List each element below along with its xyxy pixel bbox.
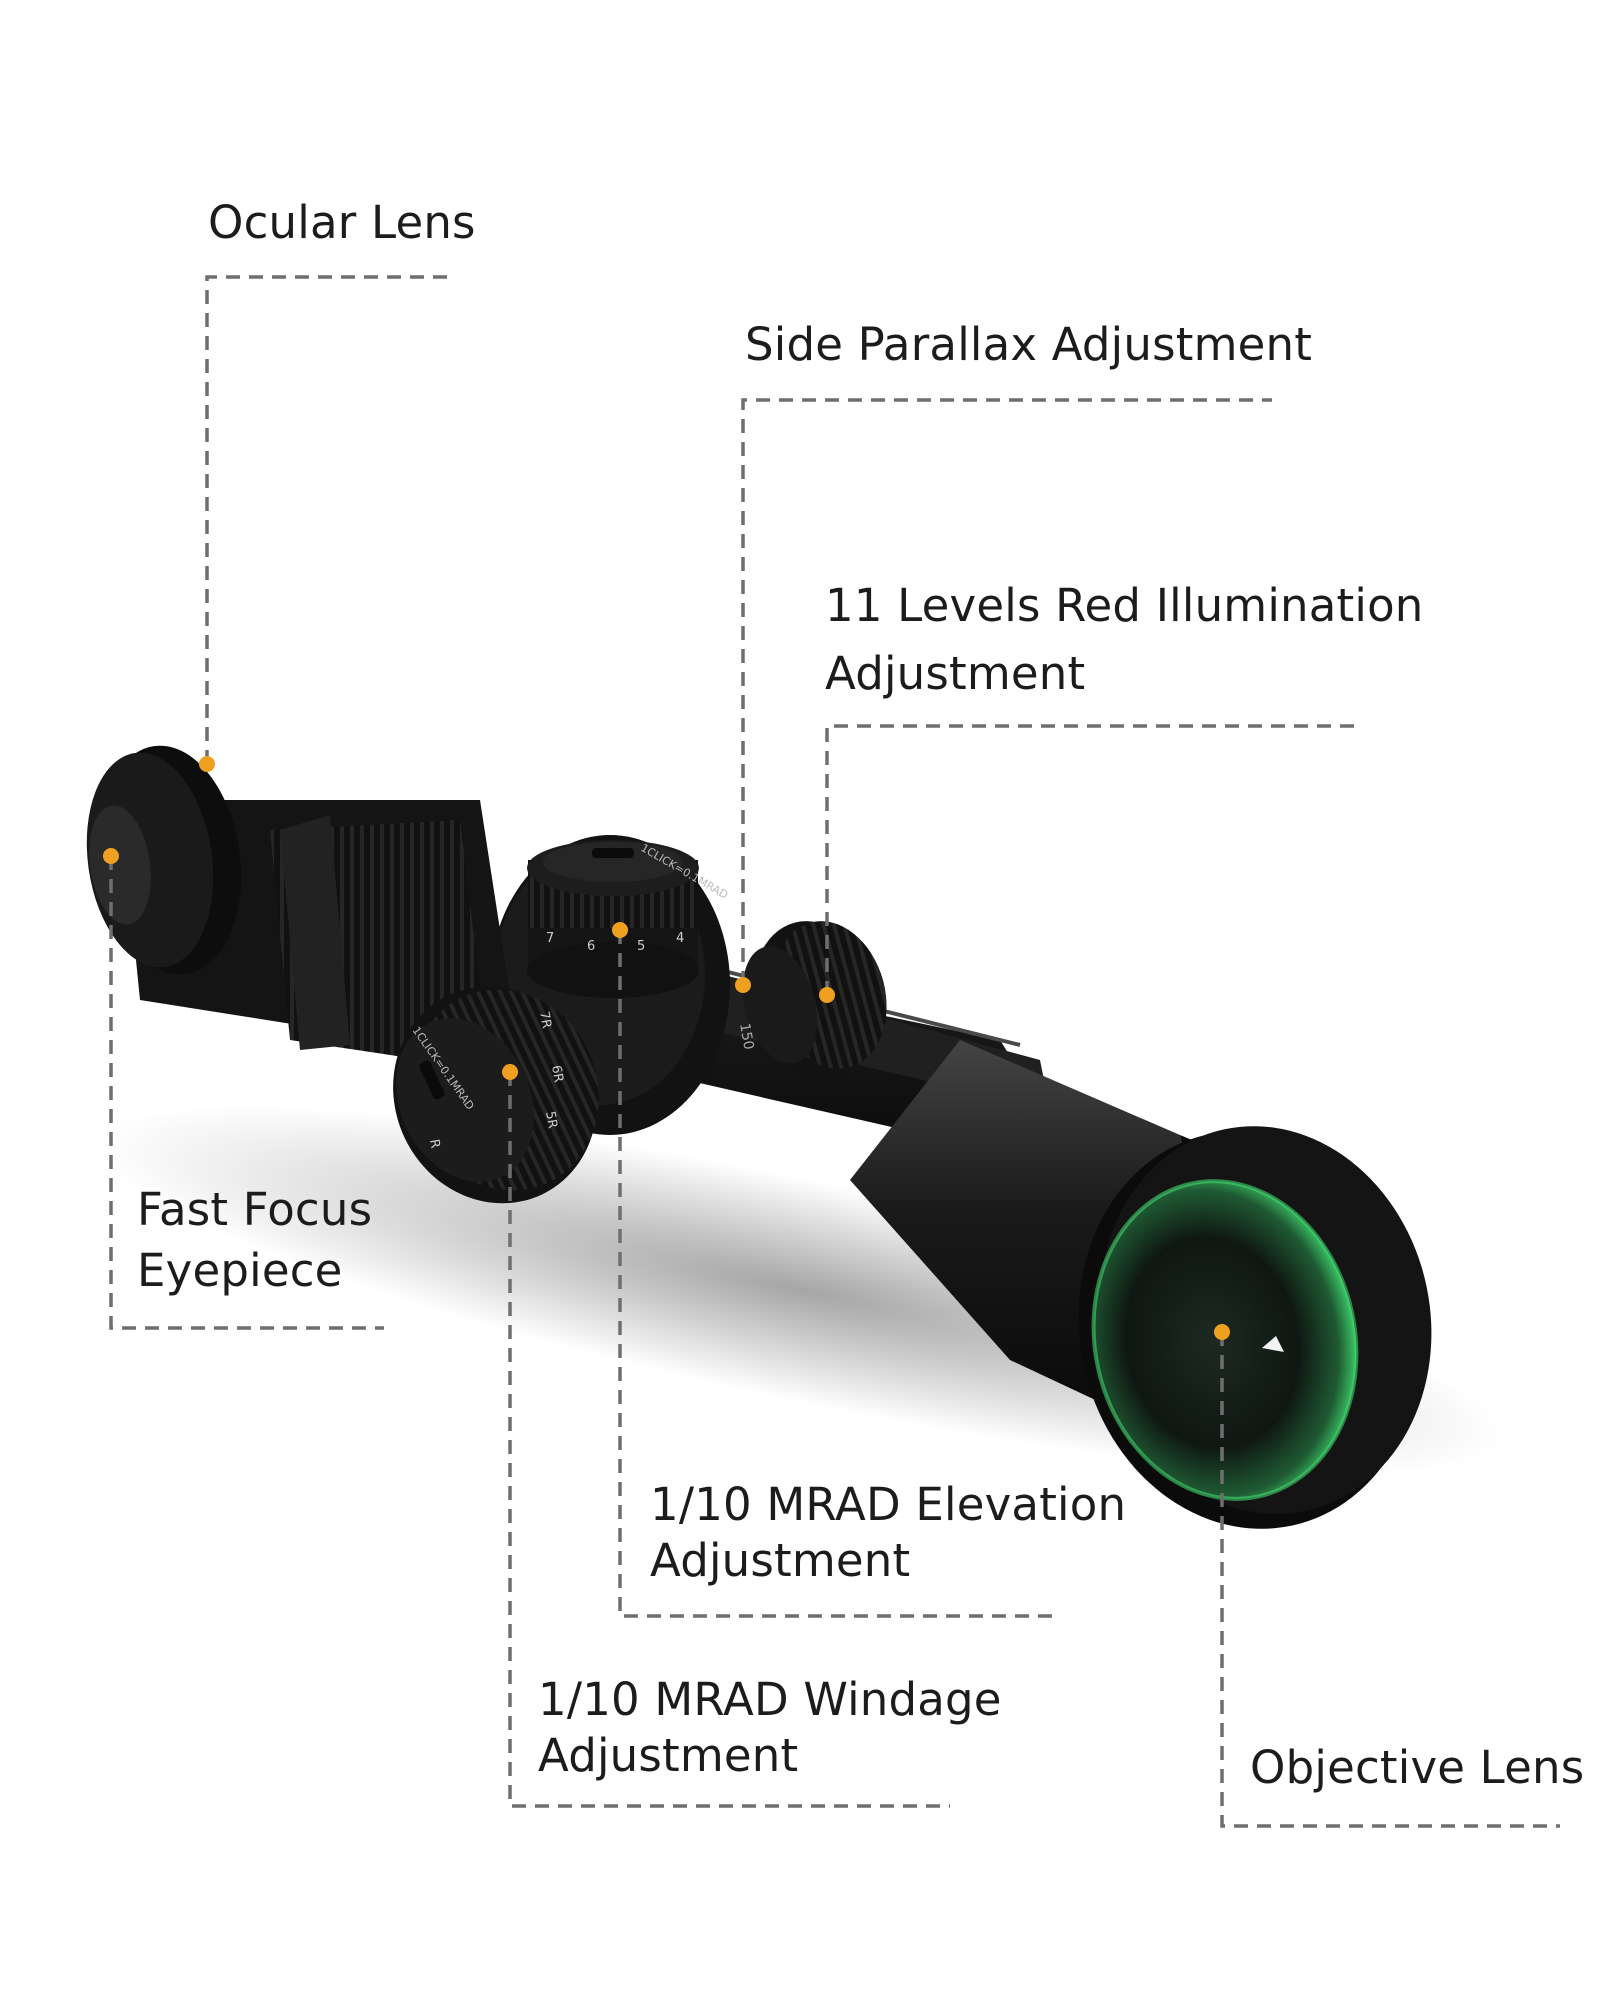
label-elevation: 1/10 MRAD Elevation Adjustment: [650, 1477, 1126, 1590]
label-line: 11 Levels Red Illumination: [825, 579, 1424, 632]
marker-dot-ocular-lens: [199, 756, 215, 772]
leader-line-ocular-lens: [205, 275, 456, 764]
label-windage: 1/10 MRAD Windage Adjustment: [538, 1672, 1002, 1785]
turret-tick-label: 7R: [536, 1010, 554, 1030]
label-line: Side Parallax Adjustment: [745, 318, 1313, 371]
label-fast-focus: Fast Focus Eyepiece: [137, 1180, 372, 1302]
objective-lens-glass: [1093, 1181, 1357, 1499]
label-line: 1/10 MRAD Windage: [538, 1673, 1002, 1726]
turret-tick-label: R: [426, 1138, 442, 1150]
label-side-parallax: Side Parallax Adjustment: [745, 317, 1312, 374]
turret-tick-label: 5: [637, 939, 645, 954]
turret-tick-label: 4: [676, 931, 684, 946]
parallax-turret-engraving: 150: [736, 1022, 756, 1051]
marker-dot-illumination: [819, 987, 835, 1003]
label-line: Fast Focus: [137, 1183, 373, 1236]
marker-dot-objective-lens: [1214, 1324, 1230, 1340]
label-line: Objective Lens: [1250, 1741, 1585, 1794]
label-line: Eyepiece: [137, 1243, 343, 1297]
leader-line-fast-focus: [109, 856, 384, 1330]
leader-line-side-parallax: [741, 398, 1272, 985]
label-illumination: 11 Levels Red Illumination Adjustment: [825, 572, 1424, 707]
leader-line-elevation: [618, 930, 1055, 1618]
leader-line-objective-lens: [1220, 1332, 1560, 1828]
label-objective-lens: Objective Lens: [1250, 1740, 1584, 1797]
marker-dot-elevation: [612, 922, 628, 938]
marker-dot-windage: [502, 1064, 518, 1080]
turret-tick-label: 5R: [542, 1110, 560, 1130]
label-line: Adjustment: [825, 646, 1086, 700]
leader-line-illumination: [825, 724, 1362, 995]
label-ocular-lens: Ocular Lens: [208, 195, 476, 252]
label-line: 1/10 MRAD Elevation: [650, 1478, 1127, 1531]
label-line: Adjustment: [538, 1729, 799, 1783]
turret-tick-label: 7: [546, 931, 554, 946]
ocular-lens-glass: [89, 805, 151, 925]
marker-dot-side-parallax: [735, 977, 751, 993]
label-line: Ocular Lens: [208, 196, 476, 249]
turret-tick-label: 6: [587, 939, 595, 954]
turret-tick-label: 6R: [548, 1064, 566, 1084]
marker-dot-fast-focus: [103, 848, 119, 864]
label-line: Adjustment: [650, 1534, 911, 1588]
